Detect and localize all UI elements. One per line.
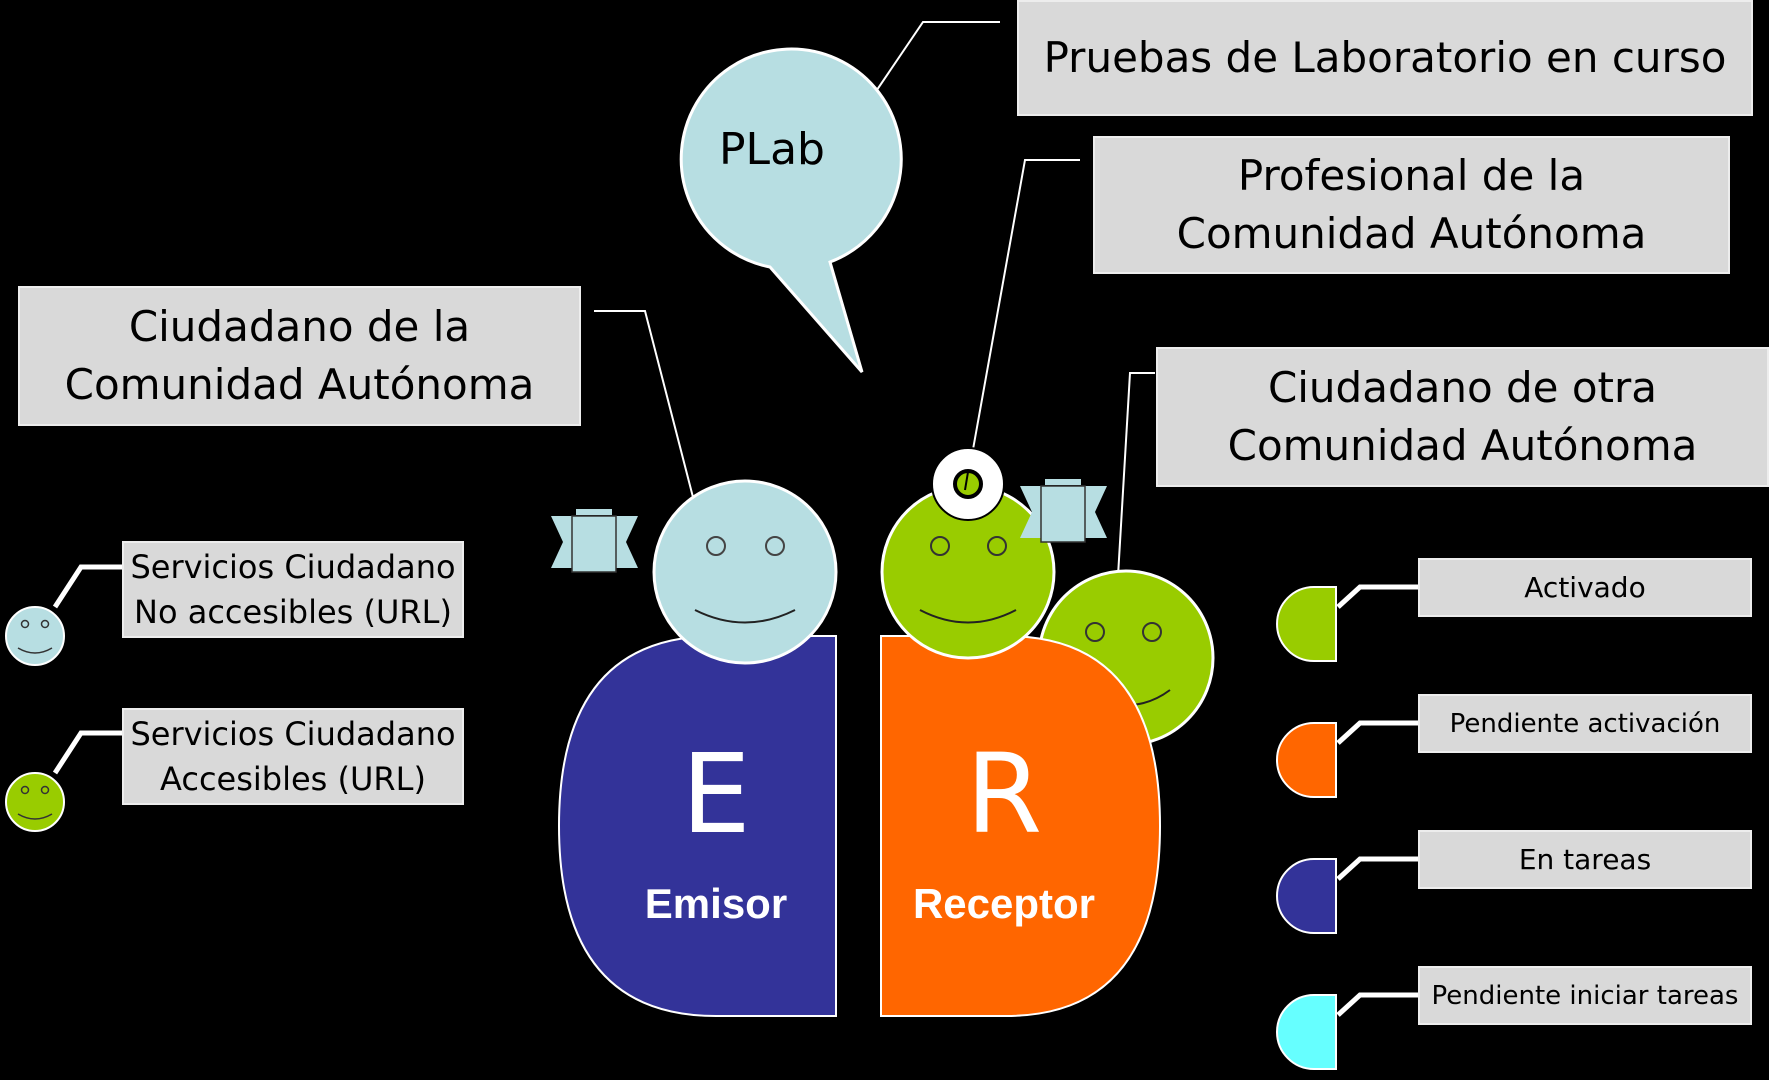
banner-icon-right: [1020, 479, 1107, 543]
receptor-body: [880, 635, 1162, 1017]
status-legend: [1276, 584, 1421, 1070]
plab-label: PLab: [719, 124, 825, 175]
services-accessible-label: Servicios Ciudadano Accesibles (URL): [122, 708, 464, 805]
status-swatch: [1276, 994, 1337, 1070]
status-label: Pendiente iniciar tareas: [1418, 966, 1752, 1025]
banner-icon-left: [551, 509, 638, 573]
connector-professional: [971, 159, 1080, 456]
status-label: En tareas: [1418, 830, 1752, 889]
emisor-figure: E Emisor: [557, 635, 837, 1017]
services-not-accessible-label: Servicios Ciudadano No accesibles (URL): [122, 541, 464, 638]
professional-head: [880, 447, 1056, 660]
smiley-not-accessible-icon: [5, 564, 122, 666]
status-connector: [1336, 720, 1421, 745]
connector-citizen-other: [1117, 372, 1155, 577]
status-label: Pendiente activación: [1418, 694, 1752, 753]
citizen-other-label: Ciudadano de otra Comunidad Autónoma: [1156, 347, 1769, 487]
plab-speech-bubble: PLab: [679, 47, 903, 373]
connector-citizen-ca: [594, 310, 696, 506]
receptor-figure: R Receptor: [880, 635, 1162, 1017]
receptor-label: Receptor: [913, 880, 1095, 927]
status-swatch: [1276, 586, 1337, 662]
status-connector: [1336, 584, 1421, 609]
emisor-body: [557, 635, 837, 1017]
status-swatch: [1276, 858, 1337, 934]
professional-label: Profesional de la Comunidad Autónoma: [1093, 136, 1730, 274]
status-connector: [1336, 992, 1421, 1017]
speech-bubble-shape: [679, 47, 903, 373]
head-mirror-icon: [931, 447, 1005, 521]
emisor-label: Emisor: [645, 880, 787, 927]
smiley-accessible-icon: [5, 730, 122, 832]
status-label: Activado: [1418, 558, 1752, 617]
emisor-letter: E: [681, 730, 751, 858]
citizen-ca-label: Ciudadano de la Comunidad Autónoma: [18, 286, 581, 426]
status-connector: [1336, 856, 1421, 881]
lab-tests-label: Pruebas de Laboratorio en curso: [1017, 0, 1753, 116]
status-swatch: [1276, 722, 1337, 798]
citizen-ca-head: [652, 479, 838, 665]
receptor-letter: R: [966, 730, 1042, 858]
